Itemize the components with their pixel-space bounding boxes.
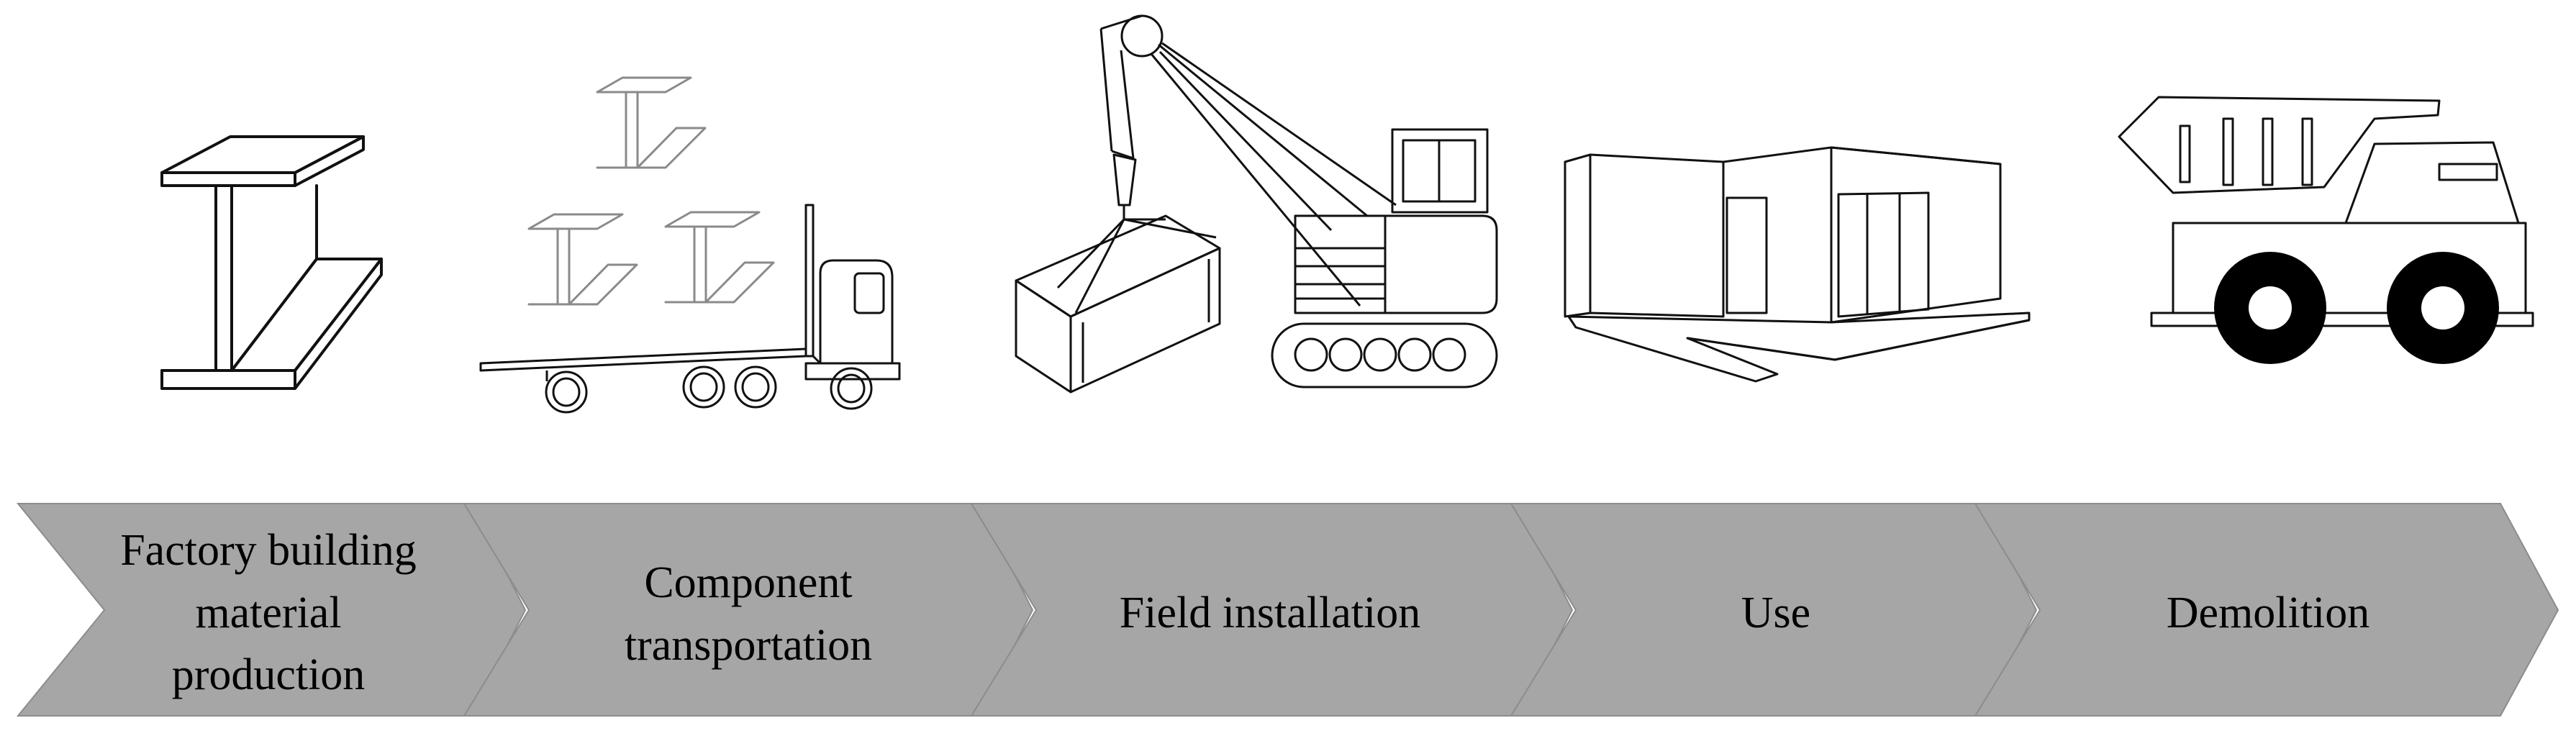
stage-chevron-4: Use [1510,503,2038,717]
stage-label-1-line-2: material [195,588,341,637]
dump-truck-icon [2118,96,2534,364]
stage-label-5: Demolition [2167,588,2369,637]
steel-beam-icon [160,135,383,390]
stage-label-1-line-1: Factory building [120,526,417,575]
stage-chevron-3: Field installation [970,503,1574,717]
stage-label-2-line-1: Component [644,558,852,607]
stage-label-3: Field installation [1120,588,1420,637]
crane-icon [1015,14,1498,394]
truck-with-beams-icon [479,76,901,414]
stage-label-2-line-2: transportation [625,621,872,670]
stage-chevron-5: Demolition [1974,503,2559,717]
stage-chevron-1: Factory building material production [16,503,527,717]
stage-chevron-2: Component transportation [463,503,1034,717]
stage-label-1-line-3: production [172,650,366,699]
stage-label-4: Use [1741,588,1810,637]
building-icon [1564,146,2031,383]
